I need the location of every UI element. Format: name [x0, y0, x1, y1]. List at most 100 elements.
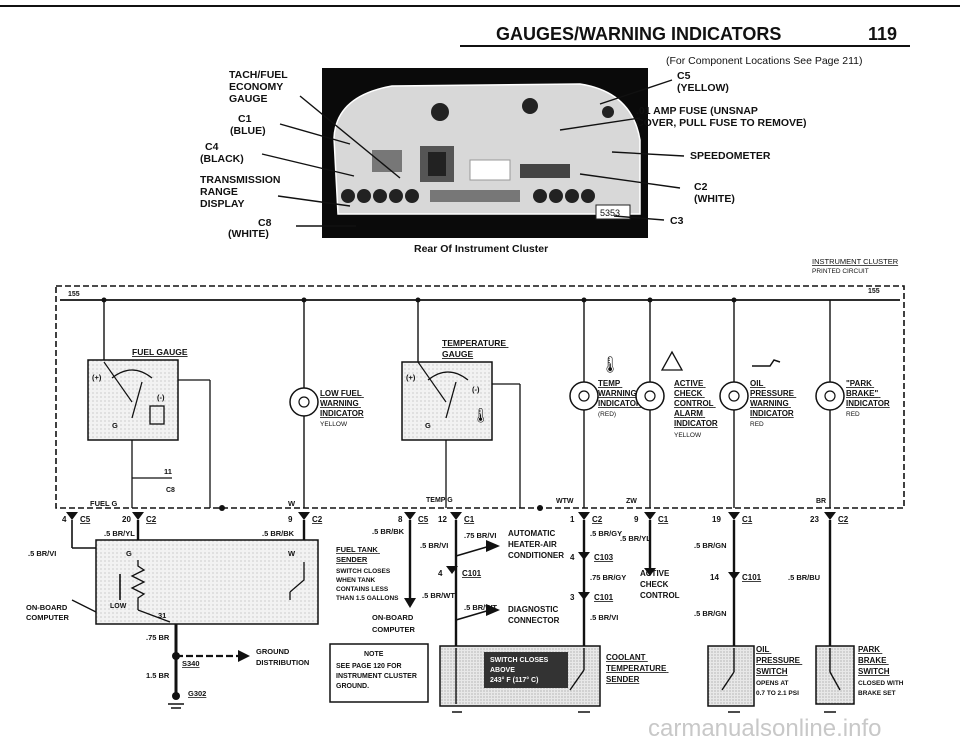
ref-155-left: 155	[68, 291, 80, 298]
svg-text:C103: C103	[594, 553, 614, 562]
photo-hole	[602, 106, 614, 118]
svg-text:C8: C8	[166, 487, 175, 494]
oil-pressure-indicator: OIL PRESSURE WARNING INDICATOR RED	[719, 359, 796, 508]
svg-text:C101: C101	[594, 593, 614, 602]
label-c1: C1 (BLUE)	[230, 113, 266, 137]
svg-text:.5 BR/VI: .5 BR/VI	[590, 613, 618, 622]
auto-heater-ac-label: AUTOMATIC HEATER-AIR CONDITIONER	[508, 529, 564, 560]
svg-text:.5 BR/GN: .5 BR/GN	[694, 609, 727, 618]
svg-text:YELLOW: YELLOW	[674, 432, 702, 439]
svg-text:.5 BR/GN: .5 BR/GN	[694, 541, 727, 550]
leader-c4	[261, 153, 355, 177]
svg-text:.75 BR: .75 BR	[146, 633, 170, 642]
active-check-indicator: ACTIVE CHECK CONTROL ALARM INDICATOR YEL…	[626, 350, 718, 508]
svg-text:C5: C5	[80, 515, 91, 524]
active-check-control-label: ACTIVE CHECK CONTROL	[640, 569, 680, 600]
svg-text:9: 9	[634, 515, 639, 524]
fuel-tank-sender-label: FUEL TANK SENDER	[336, 545, 380, 564]
page-header: GAUGES/WARNING INDICATORS 119 (For Compo…	[0, 5, 960, 67]
svg-text:(+): (+)	[92, 373, 102, 382]
svg-text:.75 BR/VI: .75 BR/VI	[464, 531, 497, 540]
temp-gauge-needle	[445, 381, 457, 419]
svg-text:.75 BR/GY: .75 BR/GY	[590, 573, 626, 582]
photo-connector	[520, 164, 570, 178]
thermometer-icon: 🌡	[472, 407, 490, 423]
fuel-gauge-scale	[111, 369, 153, 379]
svg-text:G302: G302	[188, 689, 206, 698]
svg-text:4: 4	[62, 515, 67, 524]
lower-wiring: .5 BR/VI G W LOW 31 ON-BOARD COMPUTER FU…	[26, 520, 905, 713]
leader-c2	[579, 173, 681, 189]
fuel-gauge: FUEL GAUGE (+) (-) G 11 C8 FUEL G	[87, 347, 211, 508]
warning-triangle-icon	[660, 350, 684, 371]
svg-text:3: 3	[570, 593, 575, 602]
fuel-gauge-box	[87, 359, 179, 441]
svg-text:C101: C101	[742, 573, 762, 582]
low-fuel-label: LOW FUEL WARNING INDICATOR	[320, 389, 364, 418]
svg-text:1.5 BR: 1.5 BR	[146, 671, 170, 680]
oil-switch-note: OPENS AT 0.7 TO 2.1 PSI	[756, 680, 799, 697]
svg-text:(RED): (RED)	[598, 411, 616, 418]
svg-text:19: 19	[712, 515, 721, 524]
svg-text:YELLOW: YELLOW	[320, 421, 348, 428]
svg-text:BR: BR	[816, 498, 826, 505]
note-box	[329, 643, 429, 703]
svg-text:31: 31	[158, 611, 166, 620]
indicator-lamp-icon	[289, 387, 319, 417]
leader-c3	[613, 215, 665, 221]
cluster-board	[333, 83, 641, 215]
photo-bulb	[533, 189, 547, 203]
svg-text:12: 12	[438, 515, 447, 524]
park-brake-label: "PARK BRAKE" INDICATOR	[846, 379, 890, 408]
photo-bulb	[565, 189, 579, 203]
temperature-gauge: TEMPERATURE GAUGE (+) (-) G 🌡 TEMP G	[401, 338, 521, 508]
sender-resistor	[130, 560, 146, 610]
svg-text:G: G	[425, 421, 431, 430]
svg-text:.5 BR/BK: .5 BR/BK	[372, 527, 405, 536]
svg-text:4: 4	[570, 553, 575, 562]
photo-number-box	[595, 204, 631, 220]
label-fuse: .01 AMP FUSE (UNSNAP COVER, PULL FUSE TO…	[636, 105, 807, 129]
svg-text:.5 BR/WT: .5 BR/WT	[464, 603, 497, 612]
watermark: carmanualsonline.info	[648, 715, 881, 742]
connector-row: 4 C5 20 C2 .5 BR/YL 9 C2 .5 BR/BK 8 C5 .…	[62, 512, 849, 538]
svg-text:.5 BR/BU: .5 BR/BU	[788, 573, 820, 582]
oil-pressure-label: OIL PRESSURE WARNING INDICATOR	[750, 379, 796, 418]
svg-text:.5 BR/GY: .5 BR/GY	[590, 529, 622, 538]
park-brake-indicator: "PARK BRAKE" INDICATOR RED BR	[815, 379, 890, 508]
photo-bulb	[341, 189, 355, 203]
component-locations-note: (For Component Locations See Page 211)	[666, 55, 863, 67]
switch-closes-plate	[484, 652, 568, 688]
low-fuel-indicator: LOW FUEL WARNING INDICATOR YELLOW W	[288, 387, 364, 508]
oil-switch-label: OIL PRESSURE SWITCH	[756, 645, 802, 676]
photo-trace	[430, 190, 520, 202]
photo-number: 5353	[600, 208, 620, 218]
label-transmission: TRANSMISSION RANGE DISPLAY	[200, 174, 283, 210]
svg-text:C2: C2	[592, 515, 603, 524]
cluster-label-1: INSTRUMENT CLUSTER	[812, 257, 899, 266]
switch-closes-text: SWITCH CLOSES ABOVE 243° F (117° C)	[490, 657, 550, 684]
svg-text:.5 BR/YL: .5 BR/YL	[104, 529, 135, 538]
active-check-label: ACTIVE CHECK CONTROL ALARM INDICATOR	[674, 379, 718, 428]
svg-text:TEMP G: TEMP G	[426, 497, 453, 504]
photo-caption: Rear Of Instrument Cluster	[414, 243, 548, 255]
onboard-computer-mid: ON-BOARD COMPUTER	[372, 613, 416, 634]
svg-text:23: 23	[810, 515, 819, 524]
svg-text:.5 BR/VI: .5 BR/VI	[420, 541, 448, 550]
park-switch-note: CLOSED WITH BRAKE SET	[858, 680, 905, 697]
photo-labels-left: TACH/FUEL ECONOMY GAUGE C1 (BLUE) C4 (BL…	[200, 69, 288, 240]
photo-bulb	[405, 189, 419, 203]
svg-text:RED: RED	[846, 411, 860, 418]
park-switch-label: PARK BRAKE SWITCH	[858, 645, 890, 676]
svg-text:LOW: LOW	[110, 603, 127, 610]
photo-hole	[522, 98, 538, 114]
label-c3: C3	[670, 215, 684, 227]
cluster-outline: INSTRUMENT CLUSTER PRINTED CIRCUIT 155 1…	[55, 257, 905, 511]
svg-text:C5: C5	[418, 515, 429, 524]
svg-text:G: G	[112, 421, 118, 430]
label-c4: C4 (BLACK)	[200, 141, 244, 165]
svg-text:1: 1	[570, 515, 575, 524]
photo-bulb	[581, 189, 595, 203]
fuel-gauge-title: FUEL GAUGE	[132, 347, 188, 357]
